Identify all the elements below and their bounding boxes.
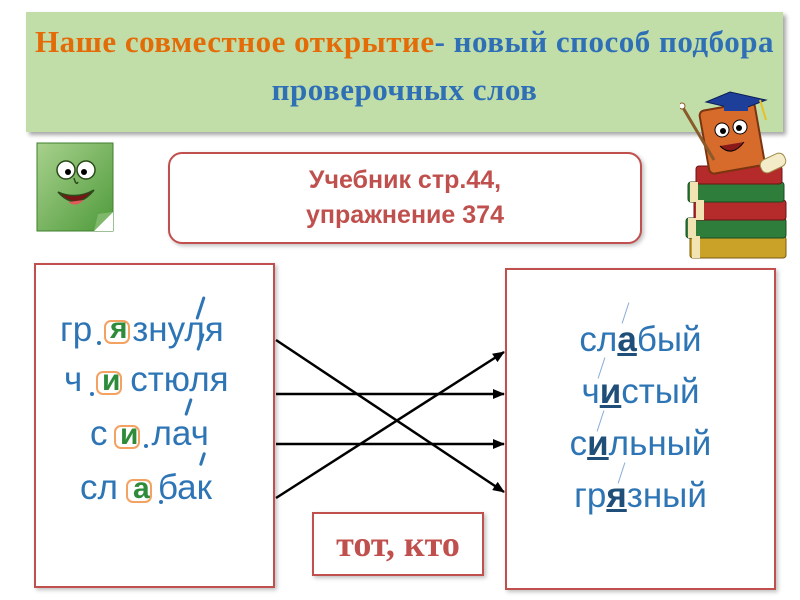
arrow-4: [276, 352, 504, 498]
answer-box: тот, кто: [312, 512, 484, 576]
arrow-1: [276, 340, 504, 492]
